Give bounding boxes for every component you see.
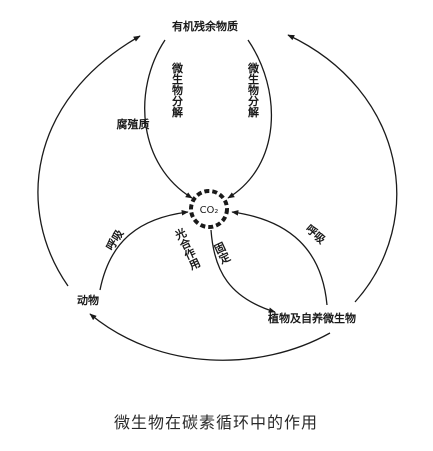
label-fixation: 固定 — [211, 240, 233, 266]
node-animals: 动物 — [77, 293, 99, 307]
arrow-animals-to-co2 — [99, 210, 189, 291]
co2-label: CO₂ — [200, 205, 219, 216]
label-respiration-left: 呼吸 — [103, 226, 127, 253]
co2-dashed-circle — [189, 189, 229, 229]
arrow-animals-to-residue — [37, 35, 141, 287]
label-humus: 腐殖质 — [117, 117, 150, 131]
label-respiration-right: 呼吸 — [303, 221, 329, 247]
arrow-plants-to-animals — [89, 313, 331, 361]
arrow-plants-to-co2 — [231, 210, 328, 306]
arrow-co2-to-plants — [210, 229, 276, 313]
figure-caption: 微生物在碳素循环中的作用 — [114, 413, 318, 432]
label-microbial-decomposition-left: 微生物分解 — [171, 61, 185, 118]
label-photosynthesis: 光合作用 — [171, 225, 203, 272]
arrow-residue-to-co2-right — [227, 39, 273, 199]
node-co2: CO₂ — [189, 189, 229, 229]
arrow-plants-to-residue — [287, 34, 398, 303]
node-organic-residue: 有机残余物质 — [172, 19, 238, 33]
node-plants-microbes: 植物及自养微生物 — [267, 311, 356, 325]
arrow-residue-to-co2-left — [144, 39, 193, 199]
label-microbial-decomposition-right: 微生物分解 — [247, 61, 261, 118]
